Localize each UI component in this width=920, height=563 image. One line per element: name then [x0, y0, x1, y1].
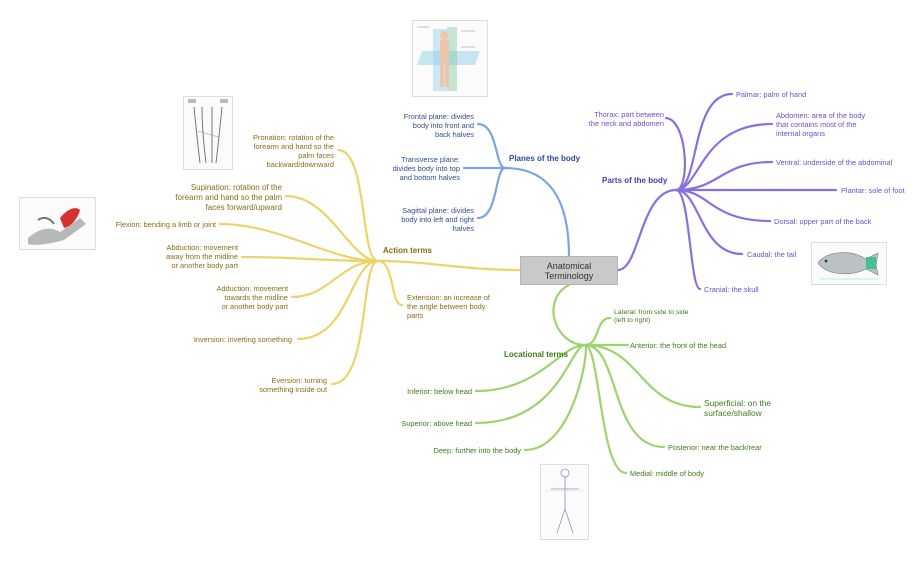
action-item-adduction[interactable]: Adduction: movement towards the midline …: [216, 284, 288, 311]
parts-item-caudal[interactable]: Caudal: the tail: [747, 250, 797, 259]
action-connectors: [218, 148, 522, 386]
locational-item-superior[interactable]: Superior: above head: [401, 419, 472, 428]
fish-figure-image[interactable]: [811, 242, 887, 285]
forearm-figure-image[interactable]: [183, 96, 233, 170]
central-topic[interactable]: Anatomical Terminology: [520, 256, 618, 285]
action-item-flexion[interactable]: Flexion: bending a limb or joint: [115, 220, 216, 229]
action-item-inversion[interactable]: Inversion: inverting something: [193, 335, 292, 344]
action-item-extension[interactable]: Extension: an increase of the angle betw…: [407, 293, 490, 320]
locational-item-superficial[interactable]: Superficial: on the surface/shallow: [704, 398, 772, 418]
locational-item-posterior[interactable]: Posterior: near the back/rear: [668, 443, 762, 452]
action-item-abduction[interactable]: Abduction: movement away from the midlin…: [166, 243, 238, 270]
parts-item-ventral[interactable]: Ventral: underside of the abdominal: [776, 158, 893, 167]
parts-item-palmar[interactable]: Palmar: palm of hand: [736, 90, 807, 99]
body-figure-image[interactable]: [540, 464, 589, 540]
parts-connectors: [616, 92, 838, 291]
action-item-supination[interactable]: Supination: rotation of the forearm and …: [175, 183, 282, 212]
planes-item-transverse[interactable]: Transverse plane: divides body into top …: [392, 155, 460, 182]
branch-planes-of-body[interactable]: Planes of the body: [509, 154, 581, 163]
parts-item-cranial[interactable]: Cranial: the skull: [704, 285, 759, 294]
locational-connectors: [474, 283, 702, 475]
planes-item-frontal[interactable]: Frontal plane: divides body into front a…: [403, 112, 474, 139]
locational-item-anterior[interactable]: Anterior: the front of the head: [630, 341, 727, 350]
parts-item-plantar[interactable]: Plantar: sole of foot: [841, 186, 905, 195]
action-item-pronation[interactable]: Pronation: rotation of the forearm and h…: [253, 133, 334, 169]
action-item-eversion[interactable]: Eversion: turning something inside out: [259, 376, 327, 394]
locational-item-deep[interactable]: Deep: further into the body: [433, 446, 521, 455]
locational-item-inferior[interactable]: Inferior: below head: [407, 387, 472, 396]
branch-parts-of-body[interactable]: Parts of the body: [602, 176, 668, 185]
planes-figure-image[interactable]: [412, 20, 488, 97]
branch-locational-terms[interactable]: Locational terms: [504, 350, 569, 359]
branch-action-terms[interactable]: Action terms: [383, 246, 432, 255]
planes-item-sagittal[interactable]: Sagittal plane: divides body into left a…: [401, 206, 474, 233]
parts-item-thorax[interactable]: Thorax: part between the neck and abdome…: [588, 110, 664, 128]
parts-item-abdomen[interactable]: Abdomen: area of the body that contains …: [776, 111, 866, 138]
parts-item-dorsal[interactable]: Dorsal: upper part of the back: [774, 217, 872, 226]
locational-item-medial[interactable]: Medial: middle of body: [630, 469, 704, 478]
locational-item-lateral[interactable]: Lateral: from side to side (left to righ…: [614, 309, 689, 324]
arm-flexion-figure-image[interactable]: [19, 197, 96, 250]
planes-connectors: [462, 122, 571, 258]
